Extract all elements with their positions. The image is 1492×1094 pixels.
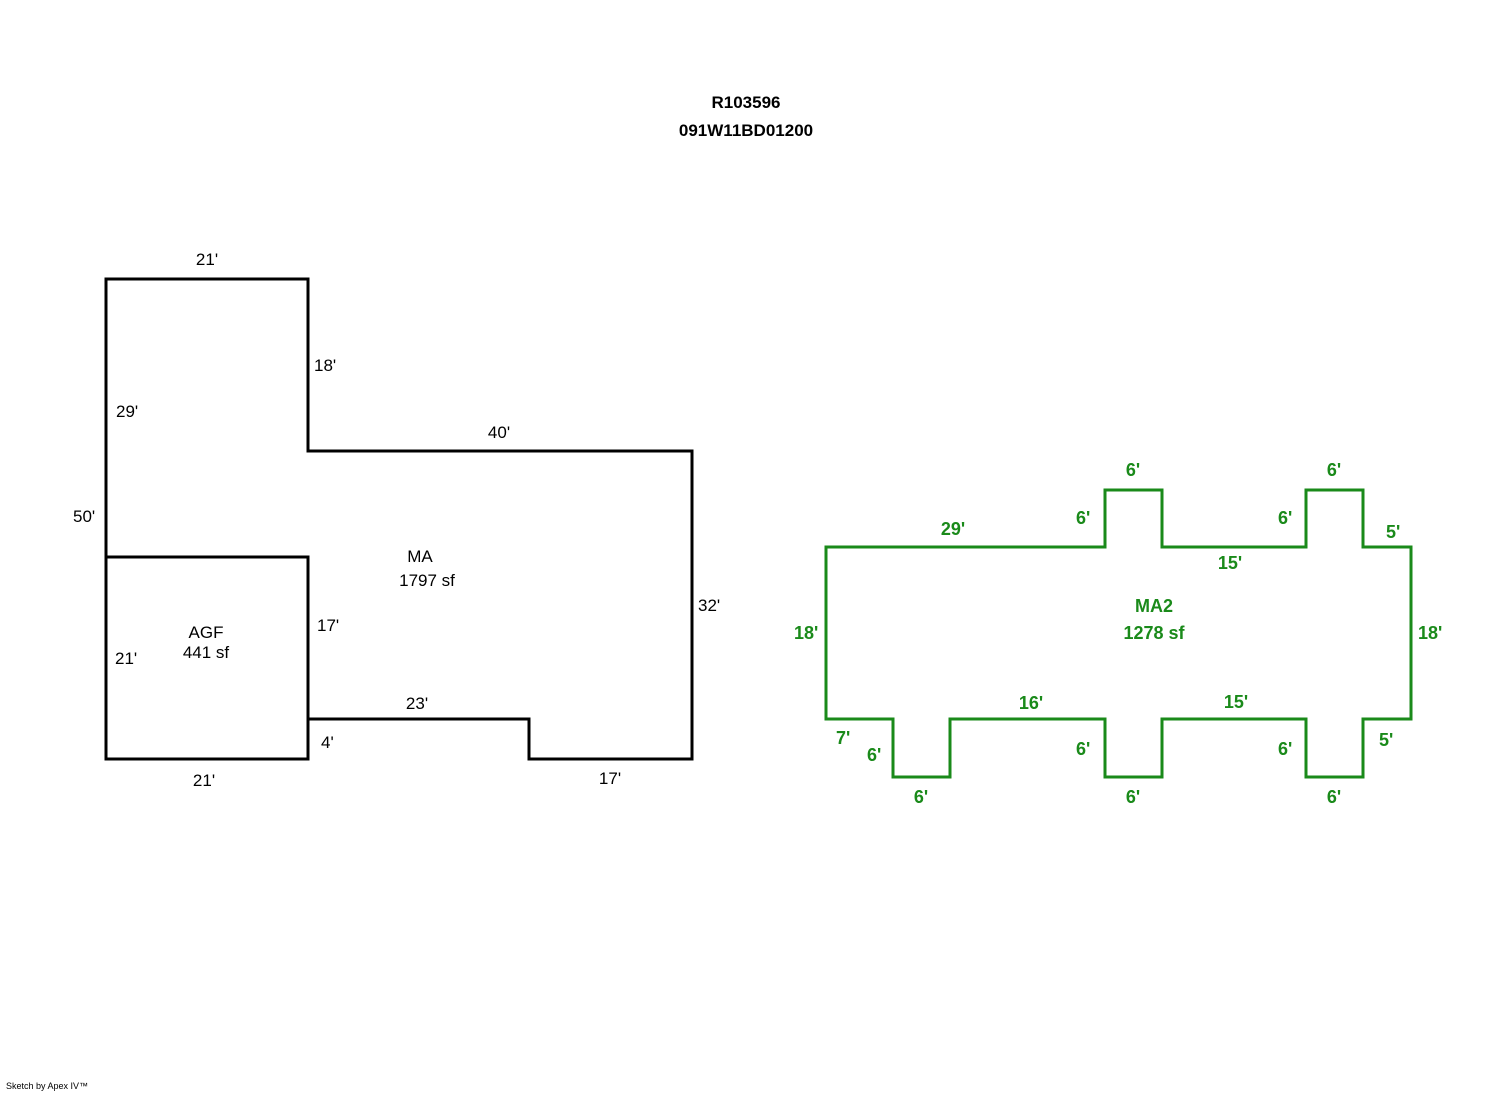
dim-label: 15' (1218, 553, 1242, 573)
dim-label: 40' (488, 423, 510, 442)
dim-label: 6' (867, 745, 881, 765)
dim-label: 17' (317, 616, 339, 635)
dim-label: 6' (1327, 787, 1341, 807)
dim-label: 6' (1327, 460, 1341, 480)
dim-label: 17' (599, 769, 621, 788)
dim-label: 32' (698, 596, 720, 615)
agf-area: 441 sf (183, 643, 230, 662)
dim-label: 15' (1224, 692, 1248, 712)
dim-label: 21' (193, 771, 215, 790)
parcel-number: 091W11BD01200 (678, 121, 814, 140)
dim-label: 6' (1126, 787, 1140, 807)
dim-label: 6' (914, 787, 928, 807)
dim-label: 6' (1076, 508, 1090, 528)
ma2-area: 1278 sf (1123, 623, 1185, 643)
dim-label: 6' (1278, 508, 1292, 528)
dim-label: 6' (1278, 739, 1292, 759)
dim-label: 16' (1019, 693, 1043, 713)
dim-label: 23' (406, 694, 428, 713)
agf-outline (104, 555, 310, 761)
dim-label: 5' (1386, 522, 1400, 542)
ma-outline (104, 277, 694, 761)
dim-label: 18' (794, 623, 818, 643)
dim-label: 21' (196, 250, 218, 269)
dim-label: 4' (321, 733, 334, 752)
ma2-outline (824, 488, 1413, 779)
dim-label: 6' (1126, 460, 1140, 480)
dim-label: 29' (116, 402, 138, 421)
account-number: R103596 (711, 93, 781, 112)
dim-label: 5' (1379, 730, 1393, 750)
ma-name: MA (407, 547, 433, 566)
dim-label: 6' (1076, 739, 1090, 759)
dim-label: 18' (1418, 623, 1442, 643)
footer-credit: Sketch by Apex IV™ (6, 1081, 89, 1091)
dim-label: 7' (836, 728, 850, 748)
ma-area: 1797 sf (399, 571, 455, 590)
agf-name: AGF (189, 623, 224, 642)
dim-label: 29' (941, 519, 965, 539)
ma2-name: MA2 (1135, 596, 1173, 616)
dim-label: 18' (314, 356, 336, 375)
dim-label: 50' (73, 507, 95, 526)
dim-label: 21' (115, 649, 137, 668)
